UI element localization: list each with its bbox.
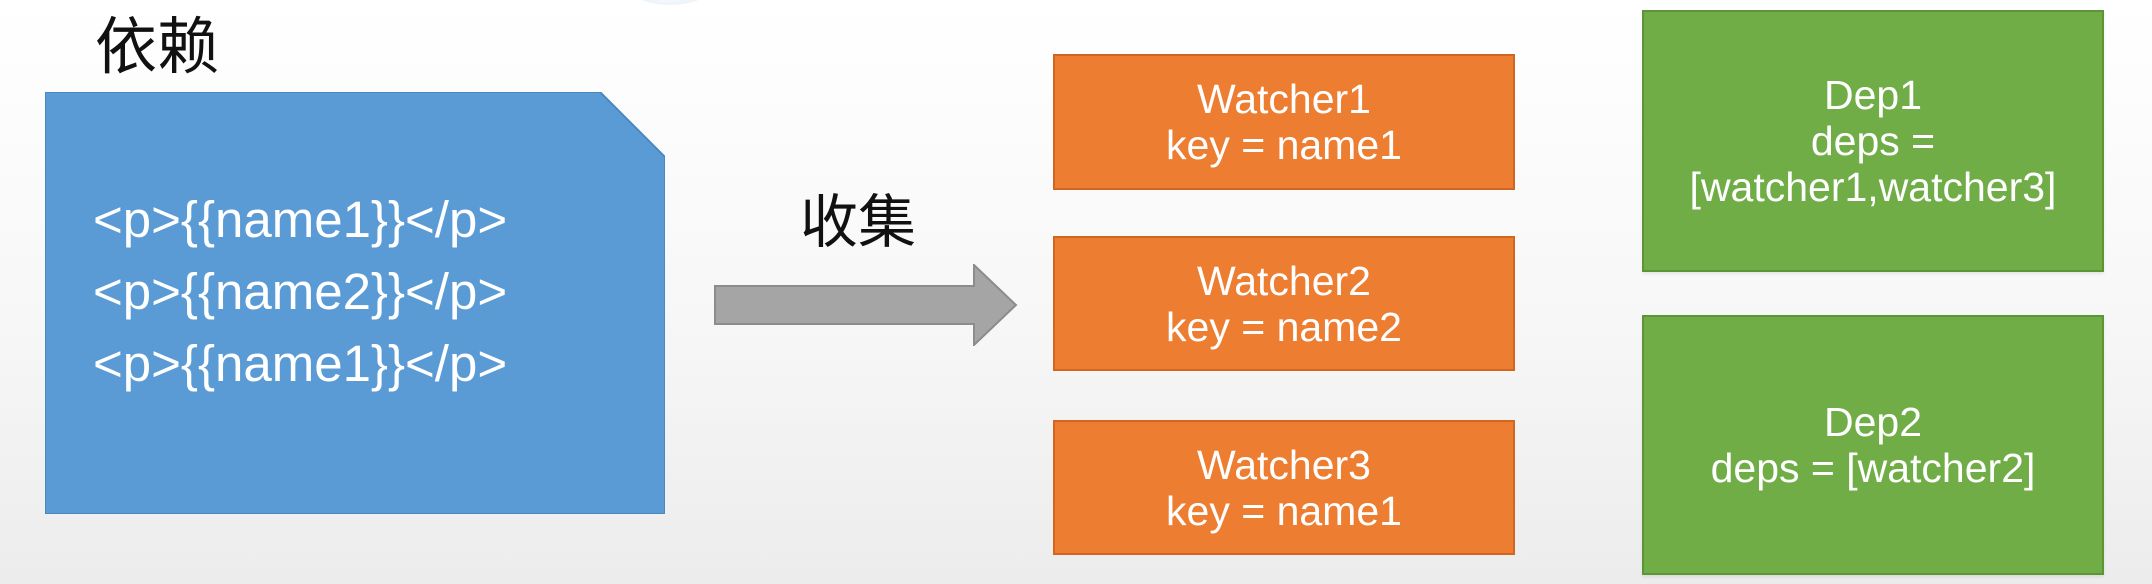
dep1-box: Dep1 deps = [watcher1,watcher3] (1642, 10, 2104, 272)
dep-name: Dep2 (1823, 399, 1922, 445)
dep-deps-list: deps = [watcher2] (1710, 445, 2036, 491)
watcher-key: key = name1 (1166, 487, 1402, 534)
code-lines: <p>{{name1}}</p> <p>{{name2}}</p> <p>{{n… (93, 184, 507, 400)
snipped-corner-shape (45, 92, 665, 514)
watcher2-box: Watcher2 key = name2 (1053, 236, 1515, 371)
watcher-key: key = name1 (1166, 122, 1402, 168)
right-arrow-icon (714, 262, 1018, 348)
collect-arrow (714, 262, 1018, 351)
collect-label: 收集 (800, 188, 917, 256)
watcher-key: key = name2 (1166, 303, 1402, 350)
code-line: <p>{{name1}}</p> (93, 335, 508, 392)
top-decorative-arc (605, 0, 735, 5)
dep2-box: Dep2 deps = [watcher2] (1642, 315, 2104, 575)
watcher-name: Watcher2 (1197, 257, 1371, 304)
dep-deps-label: deps = (1810, 118, 1936, 164)
template-code-card: <p>{{name1}}</p> <p>{{name2}}</p> <p>{{n… (45, 92, 665, 514)
code-line: <p>{{name2}}</p> (93, 263, 508, 320)
code-line: <p>{{name1}}</p> (93, 191, 508, 248)
watcher3-box: Watcher3 key = name1 (1053, 420, 1515, 555)
watcher-name: Watcher1 (1197, 76, 1371, 122)
dep-name: Dep1 (1823, 72, 1922, 118)
dependency-title: 依赖 (95, 10, 220, 83)
watcher1-box: Watcher1 key = name1 (1053, 54, 1515, 190)
dep-deps-list: [watcher1,watcher3] (1689, 164, 2057, 210)
watcher-name: Watcher3 (1197, 441, 1371, 488)
